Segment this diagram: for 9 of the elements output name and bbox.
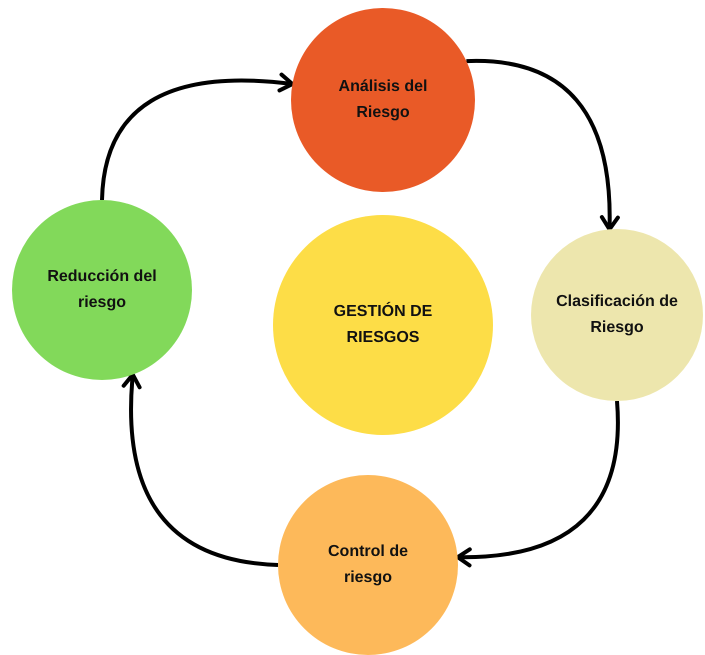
node-label: Reducción del riesgo [46,267,158,313]
node-label: Clasificación de Riesgo [555,292,679,338]
node-label: Análisis del Riesgo [338,77,428,123]
curved-arrow [122,372,278,567]
curved-arrow [466,59,620,232]
curved-arrow [100,72,294,200]
node-label: GESTIÓN DE RIESGOS [332,300,434,348]
node-label: Control de riesgo [327,542,409,588]
curved-arrow [456,400,620,567]
